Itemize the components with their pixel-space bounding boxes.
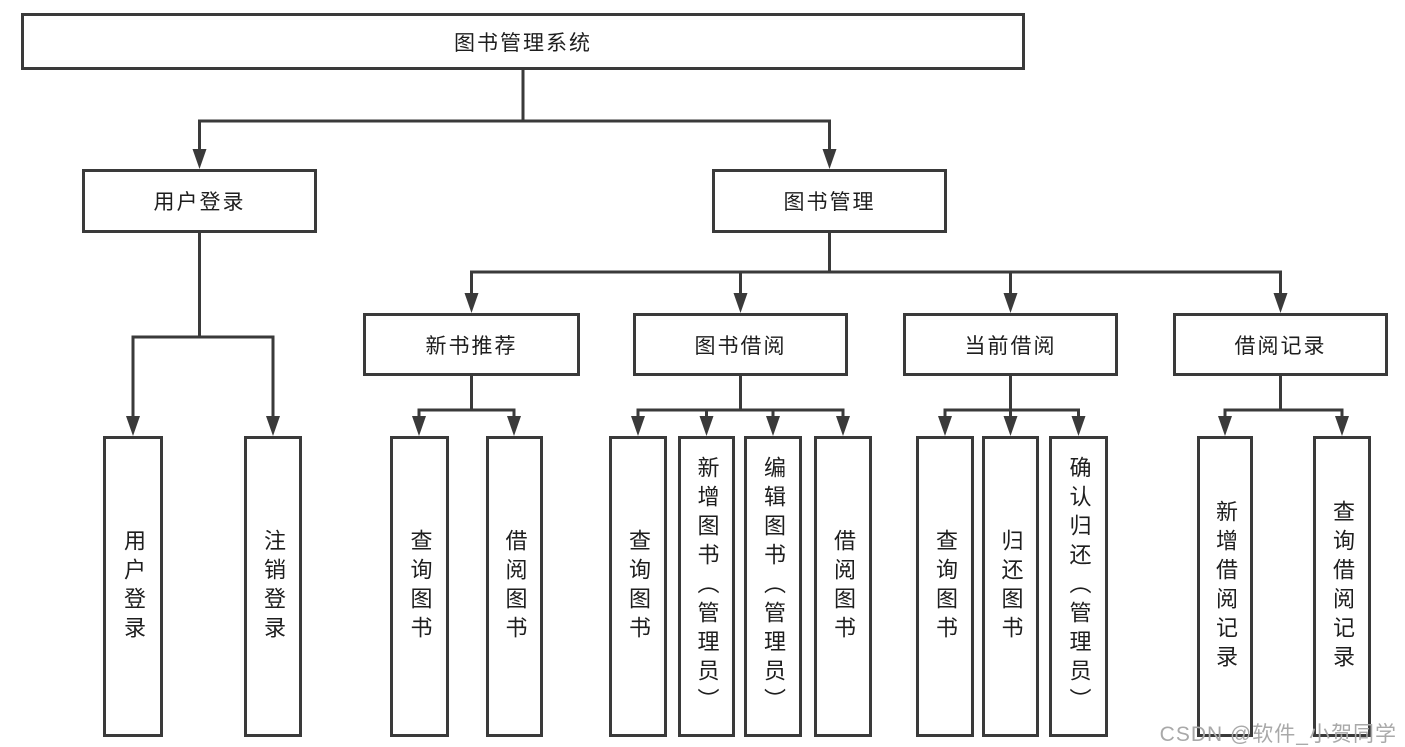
leaf-query-books-current: 查询图书 — [916, 436, 974, 737]
node-label: 查询借阅记录 — [1330, 499, 1355, 674]
node-new-book-recommend: 新书推荐 — [363, 313, 580, 376]
leaf-return-book: 归还图书 — [982, 436, 1039, 737]
node-label: 归还图书 — [998, 528, 1024, 645]
node-label: 用户登录 — [153, 191, 246, 214]
node-user-login: 用户登录 — [82, 169, 317, 233]
node-label: 用户登录 — [121, 528, 146, 645]
node-book-management: 图书管理 — [712, 169, 947, 233]
node-label: 图书借阅 — [694, 334, 787, 358]
node-label: 当前借阅 — [964, 334, 1057, 358]
node-label: 借阅记录 — [1234, 334, 1327, 358]
leaf-query-books-recommend: 查询图书 — [390, 436, 449, 737]
node-label: 新书推荐 — [425, 334, 518, 358]
node-library-management-system: 图书管理系统 — [21, 13, 1025, 70]
leaf-query-borrow-record: 查询借阅记录 — [1313, 436, 1371, 737]
node-current-borrow: 当前借阅 — [903, 313, 1118, 376]
node-book-borrow: 图书借阅 — [633, 313, 848, 376]
node-label: 图书管理 — [783, 191, 876, 214]
node-label: 确认归还（管理员） — [1066, 456, 1092, 717]
node-label: 借阅图书 — [831, 528, 856, 645]
node-borrow-records: 借阅记录 — [1173, 313, 1388, 376]
node-label: 借阅图书 — [502, 528, 528, 645]
arrowhead-icons — [126, 149, 1349, 436]
node-label: 编辑图书（管理员） — [761, 456, 786, 717]
node-label: 查询图书 — [407, 528, 433, 645]
leaf-borrow-books-recommend: 借阅图书 — [486, 436, 543, 737]
leaf-add-book-admin: 新增图书（管理员） — [678, 436, 735, 737]
leaf-add-borrow-record: 新增借阅记录 — [1197, 436, 1253, 737]
leaf-logout: 注销登录 — [244, 436, 302, 737]
leaf-edit-book-admin: 编辑图书（管理员） — [744, 436, 802, 737]
csdn-watermark: CSDN @软件_小贺同学 — [1159, 723, 1397, 746]
leaf-query-books-borrow: 查询图书 — [609, 436, 667, 737]
leaf-user-login: 用户登录 — [103, 436, 163, 737]
node-label: 新增借阅记录 — [1213, 499, 1238, 674]
node-label: 查询图书 — [626, 528, 651, 645]
node-label: 新增图书（管理员） — [694, 456, 720, 717]
leaf-borrow-books-2: 借阅图书 — [814, 436, 872, 737]
node-label: 查询图书 — [933, 528, 958, 645]
leaf-confirm-return-admin: 确认归还（管理员） — [1049, 436, 1108, 737]
node-label: 注销登录 — [261, 528, 286, 645]
node-label: 图书管理系统 — [454, 31, 592, 55]
